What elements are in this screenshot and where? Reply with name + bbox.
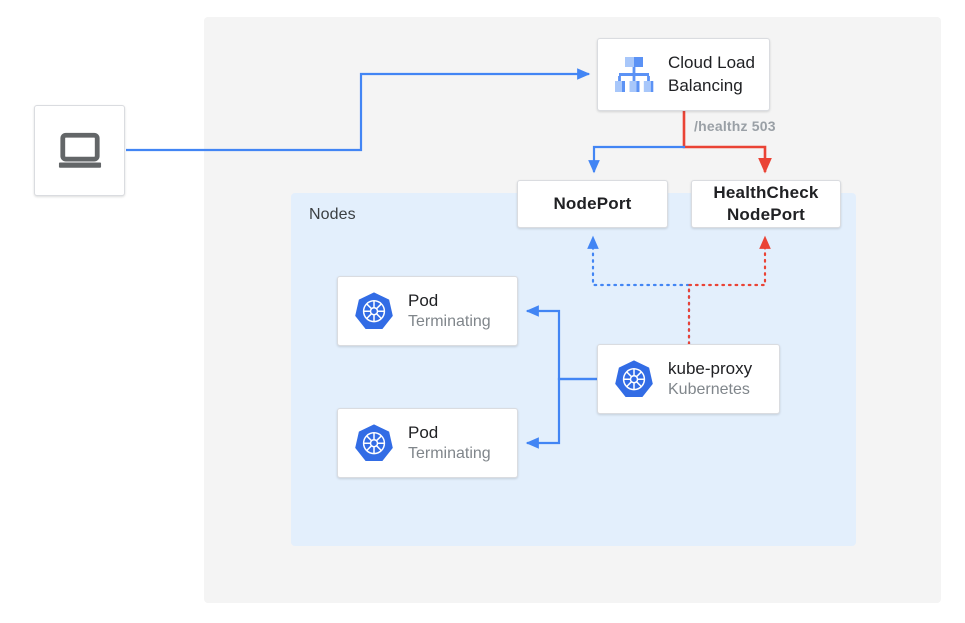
kube-proxy-subtitle: Kubernetes: [668, 380, 750, 398]
kube-proxy-title: kube-proxy: [668, 358, 753, 378]
nodes-panel-label: Nodes: [309, 206, 356, 223]
pod-node-1: Pod Terminating: [337, 276, 518, 346]
client-node: [34, 105, 125, 196]
kube-proxy-node: kube-proxy Kubernetes: [597, 344, 780, 414]
pod-2-subtitle: Terminating: [408, 444, 491, 462]
pod-1-labels: Pod Terminating: [408, 290, 491, 333]
cloud-load-balancing-labels: Cloud Load Balancing: [668, 52, 755, 96]
pod-2-title: Pod: [408, 422, 439, 442]
cloud-load-balancing-title-line1: Cloud Load: [668, 53, 755, 73]
pod-2-labels: Pod Terminating: [408, 422, 491, 465]
pod-node-2: Pod Terminating: [337, 408, 518, 478]
healthcheck-nodeport-node: HealthCheck NodePort: [691, 180, 841, 228]
healthz-503-label: /healthz 503: [694, 118, 776, 134]
cloud-load-balancing-title-line2: Balancing: [668, 75, 743, 95]
healthcheck-nodeport-title-line1: HealthCheck: [713, 183, 819, 203]
cloud-load-balancing-node: Cloud Load Balancing: [597, 38, 770, 111]
nodeport-title: NodePort: [553, 194, 632, 214]
pod-1-title: Pod: [408, 290, 439, 310]
kubernetes-icon: [352, 289, 396, 333]
kube-proxy-labels: kube-proxy Kubernetes: [668, 358, 752, 401]
healthcheck-nodeport-title: HealthCheck NodePort: [713, 182, 818, 226]
laptop-icon: [58, 129, 102, 173]
kubernetes-icon: [352, 421, 396, 465]
healthcheck-nodeport-title-line2: NodePort: [726, 205, 806, 224]
nodeport-node: NodePort: [517, 180, 668, 228]
kubernetes-icon: [612, 357, 656, 401]
pod-1-subtitle: Terminating: [408, 312, 491, 330]
cloud-load-balancing-icon: [612, 53, 656, 97]
